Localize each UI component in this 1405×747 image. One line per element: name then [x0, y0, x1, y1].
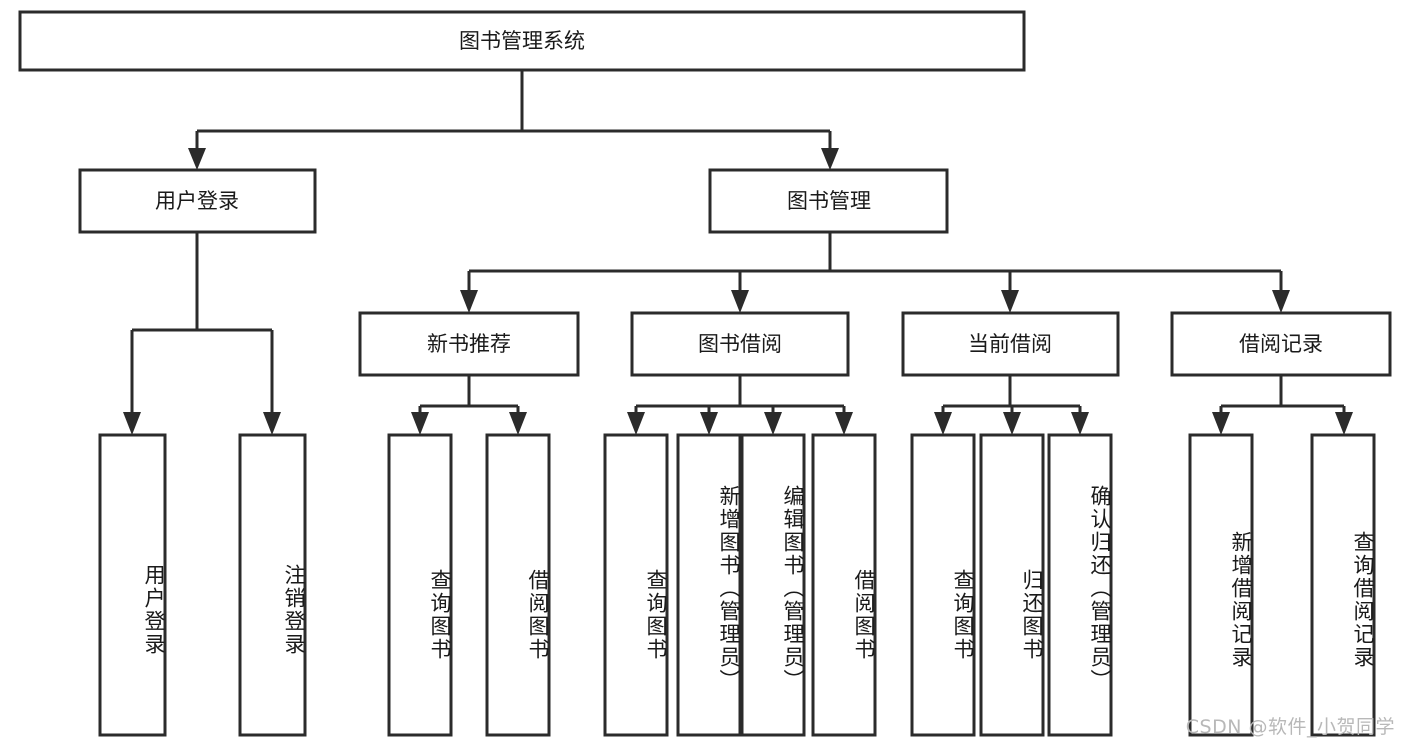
node-box-leaf-edit-book[interactable] — [740, 433, 806, 737]
node-box-root[interactable] — [18, 10, 1026, 72]
node-box-user-login[interactable] — [78, 168, 317, 234]
node-box-leaf-confirm-return[interactable] — [1047, 433, 1113, 737]
node-box-book-borrow[interactable] — [630, 311, 850, 377]
node-box-borrow-record[interactable] — [1170, 311, 1392, 377]
node-box-new-book-rec[interactable] — [358, 311, 580, 377]
node-box-leaf-user-login[interactable] — [98, 433, 167, 737]
connector-group-book-manage — [460, 232, 1290, 313]
node-box-leaf-query-book-3[interactable] — [910, 433, 976, 737]
node-label-book-manage: 图书管理 — [787, 189, 871, 213]
node-box-leaf-borrow-book-2[interactable] — [811, 433, 877, 737]
connector-group-new-book-rec — [411, 375, 527, 435]
node-label-user-login: 用户登录 — [155, 189, 239, 213]
node-box-leaf-query-record[interactable] — [1310, 433, 1376, 737]
arrowhead-user-login — [188, 148, 206, 170]
arrowhead-leaf-query-record — [1335, 412, 1353, 435]
arrowhead-book-borrow — [731, 290, 749, 313]
arrowhead-leaf-confirm-return — [1071, 412, 1089, 435]
node-label-root: 图书管理系统 — [459, 29, 585, 53]
arrowhead-leaf-query-book-1 — [411, 412, 429, 435]
arrowhead-leaf-query-book-2 — [627, 412, 645, 435]
arrowhead-leaf-query-book-3 — [934, 412, 952, 435]
node-box-leaf-return-book[interactable] — [979, 433, 1045, 737]
arrowhead-leaf-edit-book — [764, 412, 782, 435]
arrowhead-leaf-logout — [263, 412, 281, 435]
csdn-watermark: CSDN @软件_小贺同学 — [1185, 716, 1395, 738]
arrowhead-book-manage — [821, 148, 839, 170]
node-box-leaf-borrow-book-1[interactable] — [485, 433, 551, 737]
arrowhead-leaf-add-book — [700, 412, 718, 435]
node-box-leaf-query-book-1[interactable] — [387, 433, 453, 737]
connector-group-borrow-record — [1212, 375, 1353, 435]
node-box-current-borrow[interactable] — [901, 311, 1120, 377]
node-label-current-borrow: 当前借阅 — [968, 332, 1052, 356]
connector-group-user-login — [123, 232, 281, 435]
node-box-leaf-logout[interactable] — [238, 433, 307, 737]
node-box-book-manage[interactable] — [708, 168, 949, 234]
arrowhead-leaf-return-book — [1003, 412, 1021, 435]
connector-group-current-borrow — [934, 375, 1089, 435]
node-label-borrow-record: 借阅记录 — [1239, 332, 1323, 356]
arrowhead-new-book-rec — [460, 290, 478, 313]
arrowhead-leaf-add-record — [1212, 412, 1230, 435]
node-label-new-book-rec: 新书推荐 — [427, 332, 511, 356]
arrowhead-leaf-borrow-book-1 — [509, 412, 527, 435]
arrowhead-borrow-record — [1272, 290, 1290, 313]
node-box-leaf-query-book-2[interactable] — [603, 433, 669, 737]
connector-group-book-borrow — [627, 375, 853, 435]
connector-group-root — [188, 70, 839, 170]
node-label-book-borrow: 图书借阅 — [698, 332, 782, 356]
arrowhead-leaf-borrow-book-2 — [835, 412, 853, 435]
node-box-leaf-add-book[interactable] — [676, 433, 742, 737]
arrowhead-current-borrow — [1001, 290, 1019, 313]
node-box-leaf-add-record[interactable] — [1188, 433, 1254, 737]
arrowhead-leaf-user-login — [123, 412, 141, 435]
